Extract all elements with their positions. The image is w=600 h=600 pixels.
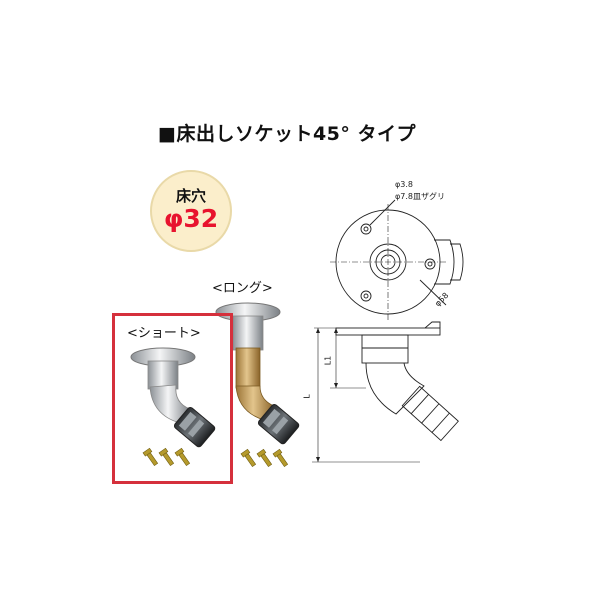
floor-hole-size: φ32: [163, 204, 219, 233]
short-variant-label: <ショート>: [127, 326, 201, 341]
long-variant-label: <ロング>: [212, 281, 273, 296]
short-variant-highlight: [112, 313, 233, 484]
dim-l1-label: L1: [323, 355, 333, 366]
floor-hole-label: 床穴: [175, 187, 206, 205]
page-title: ■床出しソケット45° タイプ: [158, 123, 417, 145]
dim-l-label: L: [302, 394, 312, 399]
hole-diameter-label: φ3.8: [395, 180, 413, 189]
floor-hole-badge: 床穴 φ32: [150, 170, 232, 252]
counterbore-label: φ7.8皿ザグリ: [395, 192, 445, 201]
short-socket-image: [130, 347, 216, 467]
technical-drawing: [312, 199, 464, 463]
